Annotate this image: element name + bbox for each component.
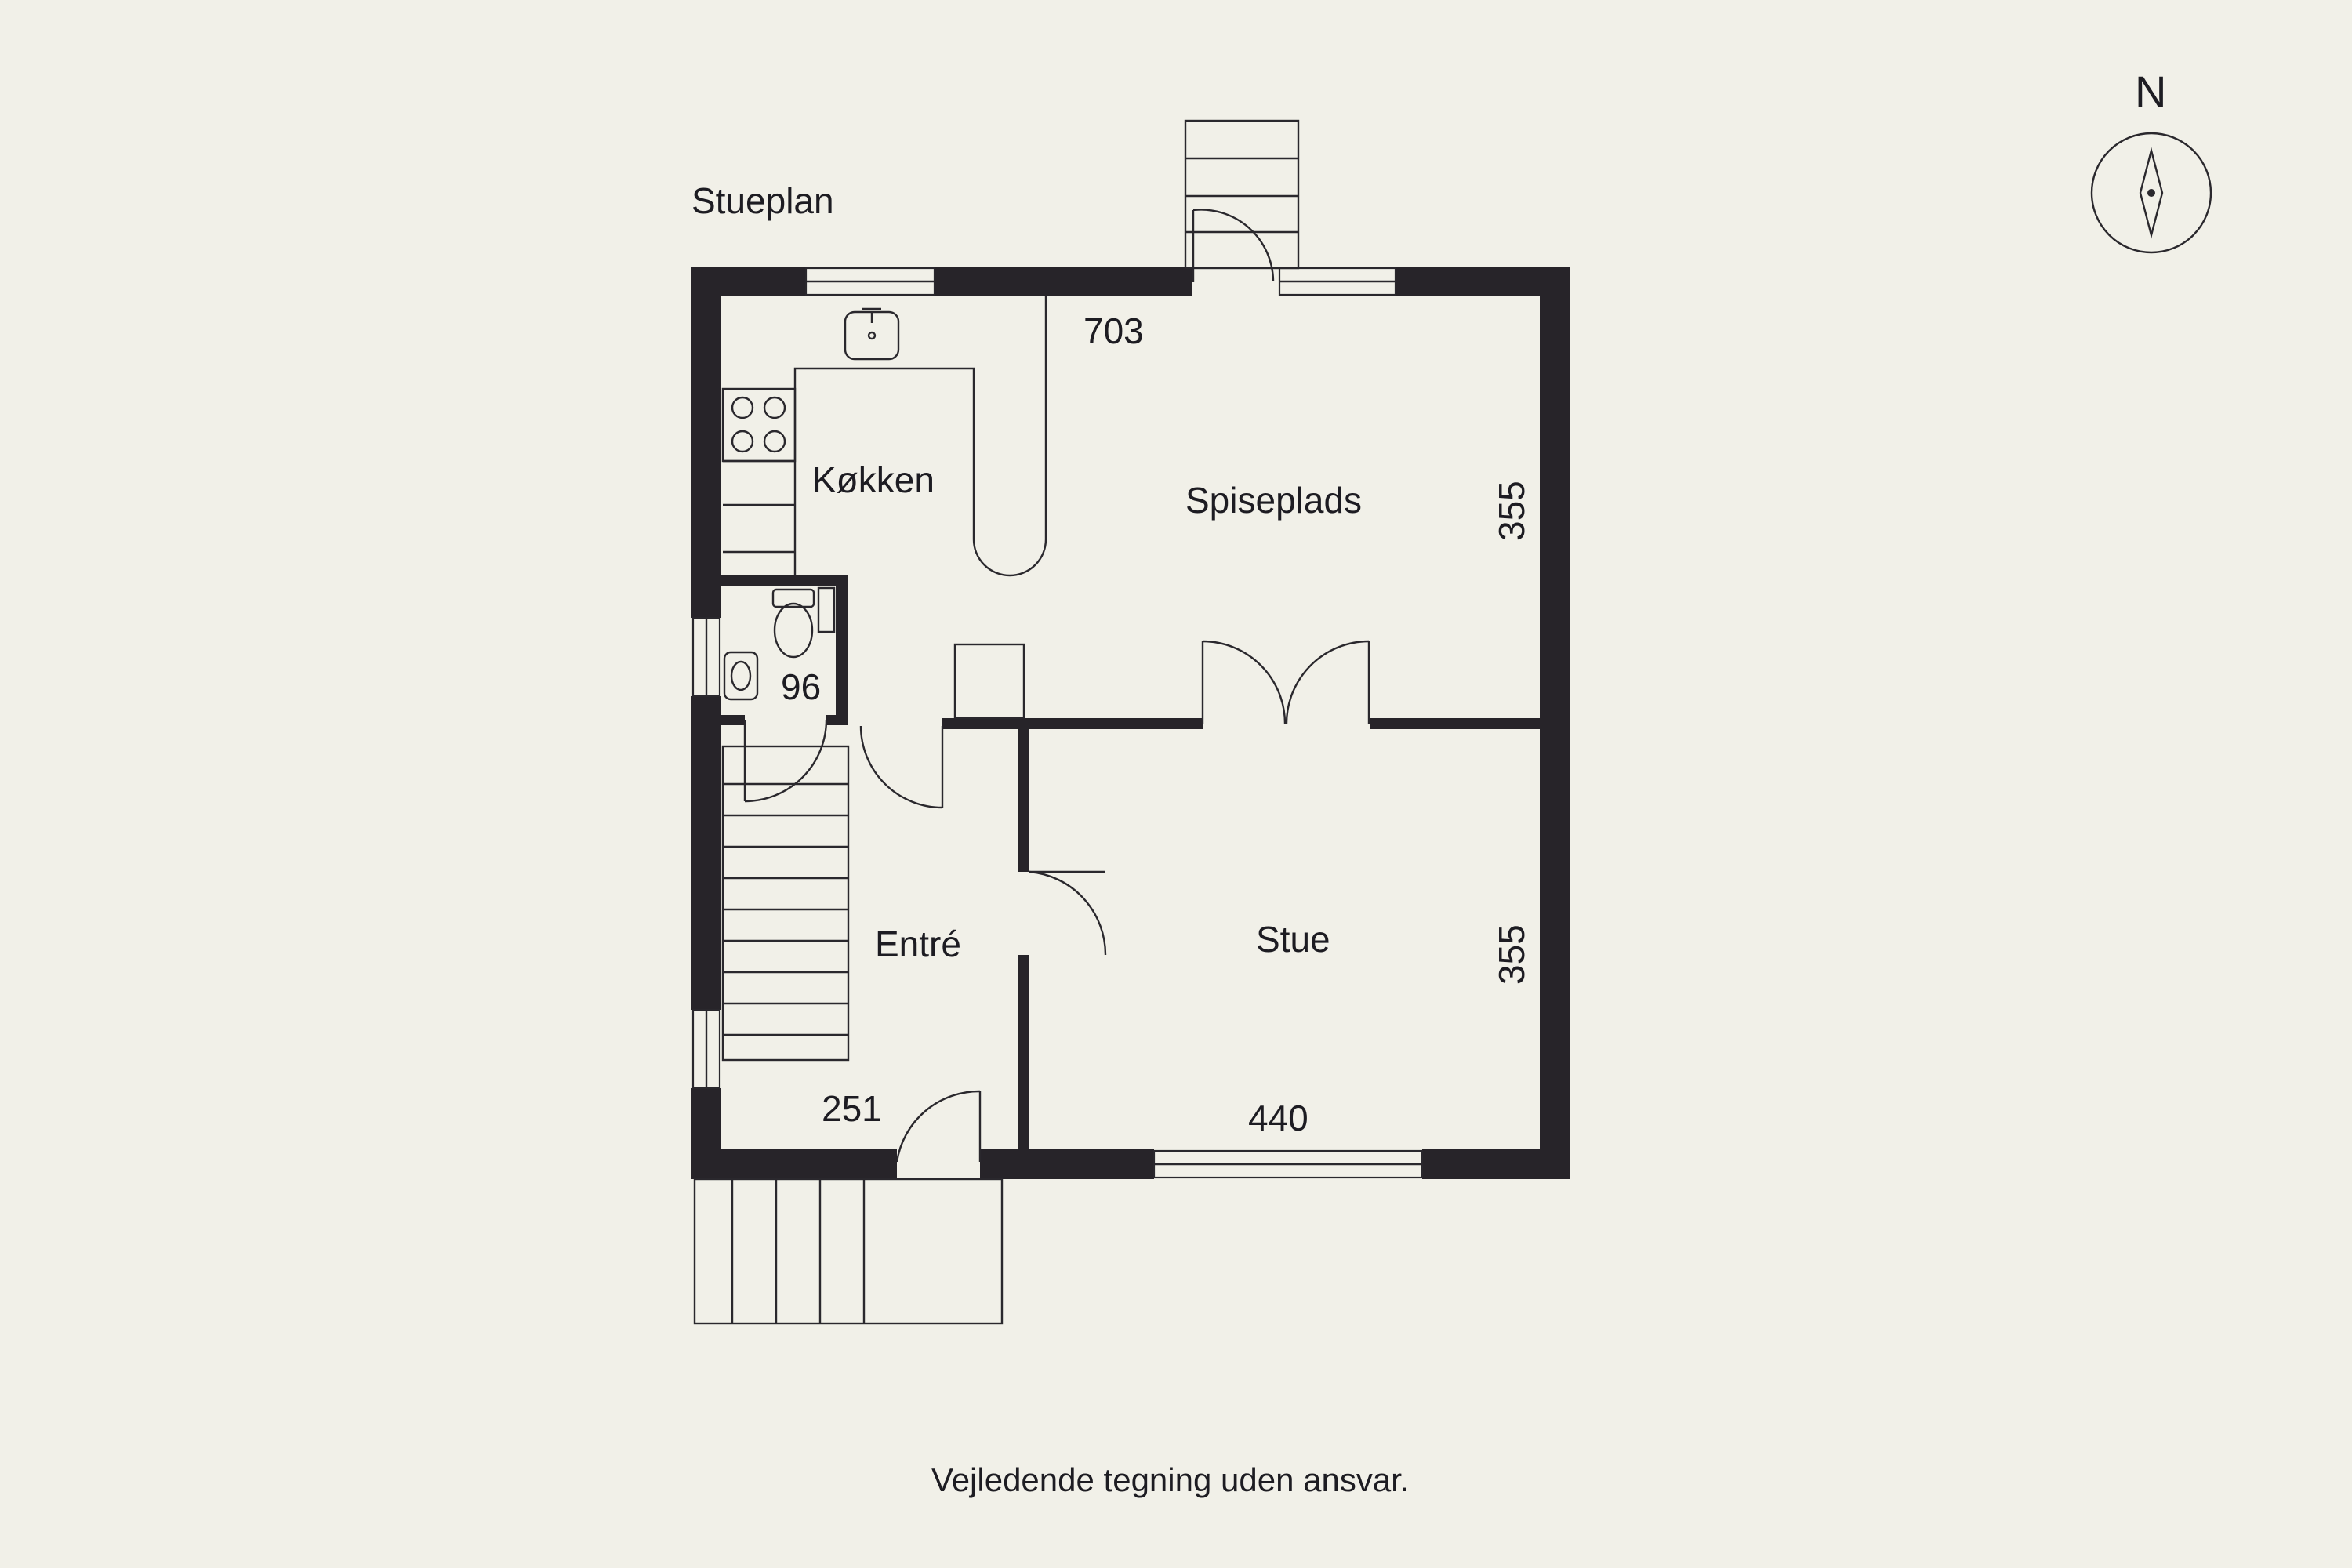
dimension-dining-height: 355 <box>1491 481 1532 541</box>
dimension-living-height: 355 <box>1491 924 1532 985</box>
toilet-dimension: 96 <box>781 666 821 707</box>
dimension-top-width: 703 <box>1083 310 1144 351</box>
room-label-dining: Spiseplads <box>1185 480 1362 521</box>
windows <box>691 267 1424 1179</box>
south-steps <box>693 1178 1004 1325</box>
doors <box>743 209 1370 1163</box>
north-label: N <box>2135 67 2166 116</box>
compass-icon <box>2090 132 2212 254</box>
kitchen-sink-icon <box>844 307 900 361</box>
interior-staircase <box>721 745 850 1062</box>
room-label-entrance: Entré <box>875 924 961 964</box>
outer-walls <box>691 267 1570 1179</box>
dimension-living-width: 440 <box>1248 1098 1308 1138</box>
room-label-living: Stue <box>1256 919 1330 960</box>
kitchen-counter <box>721 296 1047 577</box>
north-steps <box>1184 119 1300 270</box>
interior-walls <box>721 575 1540 1151</box>
dimension-entrance-width: 251 <box>822 1088 882 1129</box>
plan-title: Stueplan <box>691 180 834 221</box>
fridge-icon <box>953 643 1025 720</box>
toilet-sink-icon <box>723 651 759 701</box>
disclaimer-text: Vejledende tegning uden ansvar. <box>931 1461 1410 1498</box>
toilet-icon <box>771 588 815 659</box>
room-label-kitchen: Køkken <box>812 459 935 500</box>
toilet-shelf <box>817 586 836 633</box>
stove-icon <box>731 396 786 453</box>
